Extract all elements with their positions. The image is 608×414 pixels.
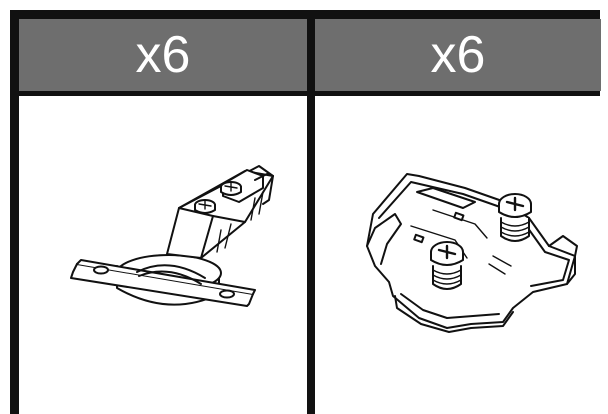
plate-quantity-label: x6 bbox=[315, 19, 601, 91]
plate-cell bbox=[315, 96, 601, 414]
hinge-cell bbox=[19, 96, 307, 414]
mounting-plate-icon bbox=[366, 173, 578, 333]
parts-table: x6 x6 bbox=[10, 10, 601, 414]
hinge-quantity-label: x6 bbox=[19, 19, 307, 91]
cup-hinge-icon bbox=[70, 165, 274, 307]
